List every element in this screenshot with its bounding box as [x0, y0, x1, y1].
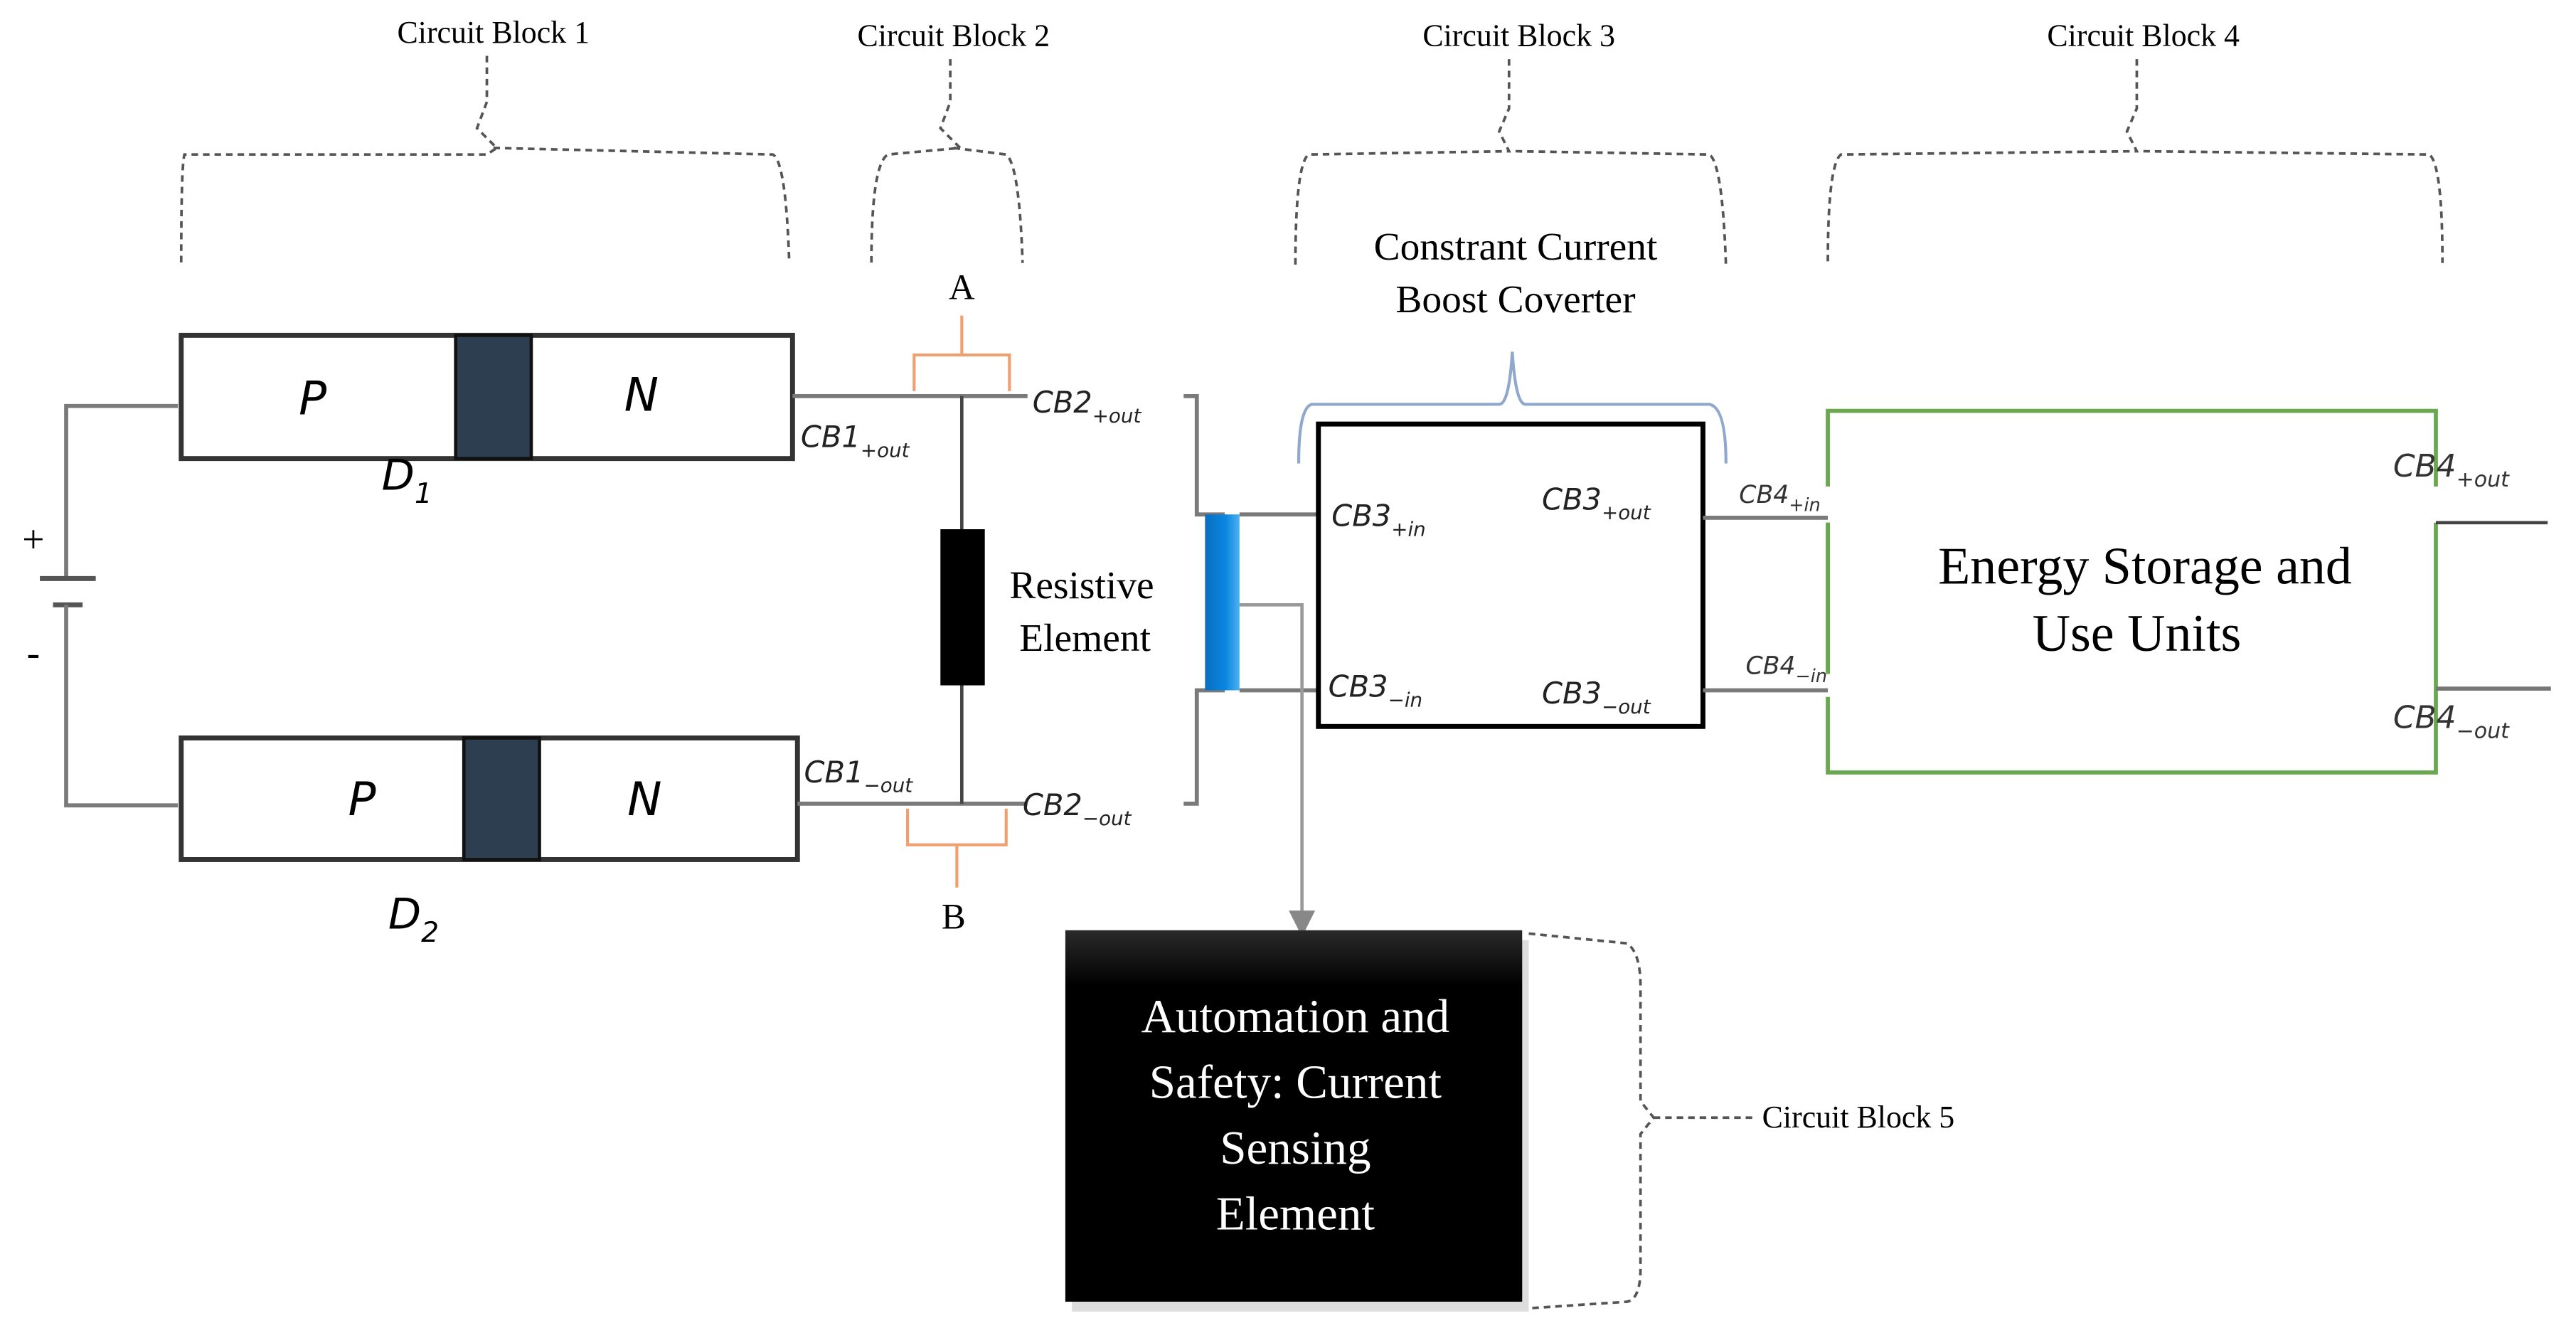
cb3-pos-out-label: CB3+out: [1542, 482, 1651, 524]
sensor-bar: [1205, 514, 1240, 691]
node-a-bracket: [912, 315, 1011, 391]
current-sensing-block: Automation and Safety: Current Sensing E…: [1065, 930, 1954, 1312]
circuit-block-1-label: Circuit Block 1: [397, 16, 590, 50]
sensing-box: [1065, 930, 1523, 1302]
circuit-block-3-label: Circuit Block 3: [1422, 19, 1615, 53]
battery-minus-label: -: [27, 631, 40, 674]
resistor-icon: [940, 529, 985, 686]
diode-d2-p-label: P: [348, 773, 376, 827]
circuit-block-3-annotation: Circuit Block 3: [1294, 19, 1728, 267]
circuit-block-5-label: Circuit Block 5: [1762, 1100, 1955, 1135]
energy-storage: Energy Storage and Use Units CB4+in CB4−…: [1739, 408, 2551, 775]
current-sensor: [1205, 512, 1319, 937]
sensing-line2: Safety: Current: [1149, 1056, 1442, 1109]
diode-d1-p-label: P: [299, 372, 326, 425]
cb4-pos-out-label: CB4+out: [2393, 448, 2510, 492]
cb4-neg-out-label: CB4−out: [2393, 700, 2510, 744]
cb2-neg-out-label: CB2−out: [1023, 787, 1132, 830]
converter-title-line2: Boost Coverter: [1395, 277, 1635, 321]
resistive-element-line2: Element: [1019, 616, 1151, 659]
circuit-block-5-brace: [1528, 932, 1756, 1310]
sensing-line3: Sensing: [1220, 1122, 1371, 1174]
battery-plus-label: +: [22, 517, 44, 561]
node-b-label: B: [942, 897, 966, 937]
cb3-neg-in-label: CB3−in: [1329, 669, 1423, 712]
cb1-neg-out-label: CB1−out: [804, 755, 914, 797]
battery: + -: [22, 403, 179, 808]
diode-d1: P N D1: [179, 332, 795, 510]
circuit-block-1-brace: [179, 55, 791, 263]
resistive-element-line1: Resistive: [1009, 563, 1154, 607]
node-b: B: [906, 808, 1008, 937]
sensing-line1: Automation and: [1141, 990, 1450, 1043]
circuit-block-2-label: Circuit Block 2: [857, 19, 1050, 53]
circuit-block-3-brace: [1294, 59, 1728, 267]
storage-line1: Energy Storage and: [1938, 536, 2352, 595]
diode-d1-n-label: N: [624, 369, 659, 423]
boost-converter: Constrant Current Boost Coverter CB3+in …: [1297, 225, 1829, 729]
converter-box: [1316, 421, 1705, 729]
circuit-block-2-brace: [870, 59, 1024, 263]
circuit-block-4-brace: [1826, 59, 2444, 263]
cb3-pos-in-label: CB3+in: [1331, 498, 1426, 541]
cb4-neg-in-label: CB4−in: [1746, 652, 1827, 686]
node-a-label: A: [949, 267, 975, 307]
sensor-to-block5-arrow: [1239, 603, 1316, 937]
diode-d2: P N D2: [179, 735, 800, 949]
node-b-bracket: [906, 808, 1008, 888]
cb1-pos-out-label: CB1+out: [801, 419, 910, 462]
cb4-pos-in-label: CB4+in: [1739, 481, 1820, 516]
converter-bracket: [1297, 351, 1728, 464]
resistive-element: Resistive Element: [940, 529, 1154, 686]
node-a: A: [912, 267, 1011, 391]
circuit-block-2-annotation: Circuit Block 2: [857, 19, 1050, 263]
converter-title-line1: Constrant Current: [1374, 225, 1658, 268]
circuit-block-4-label: Circuit Block 4: [2047, 19, 2240, 53]
cb2-pos-out-label: CB2+out: [1033, 385, 1142, 427]
storage-line2: Use Units: [2033, 604, 2242, 662]
diode-d1-label: D1: [382, 451, 432, 510]
block-2-wiring: [792, 393, 1225, 806]
circuit-block-1-annotation: Circuit Block 1: [179, 16, 791, 263]
sensing-line4: Element: [1216, 1187, 1375, 1240]
circuit-block-4-annotation: Circuit Block 4: [1826, 19, 2444, 263]
diode-d2-label: D2: [388, 890, 439, 949]
cb3-neg-out-label: CB3−out: [1542, 676, 1651, 718]
diode-d2-n-label: N: [627, 773, 661, 827]
